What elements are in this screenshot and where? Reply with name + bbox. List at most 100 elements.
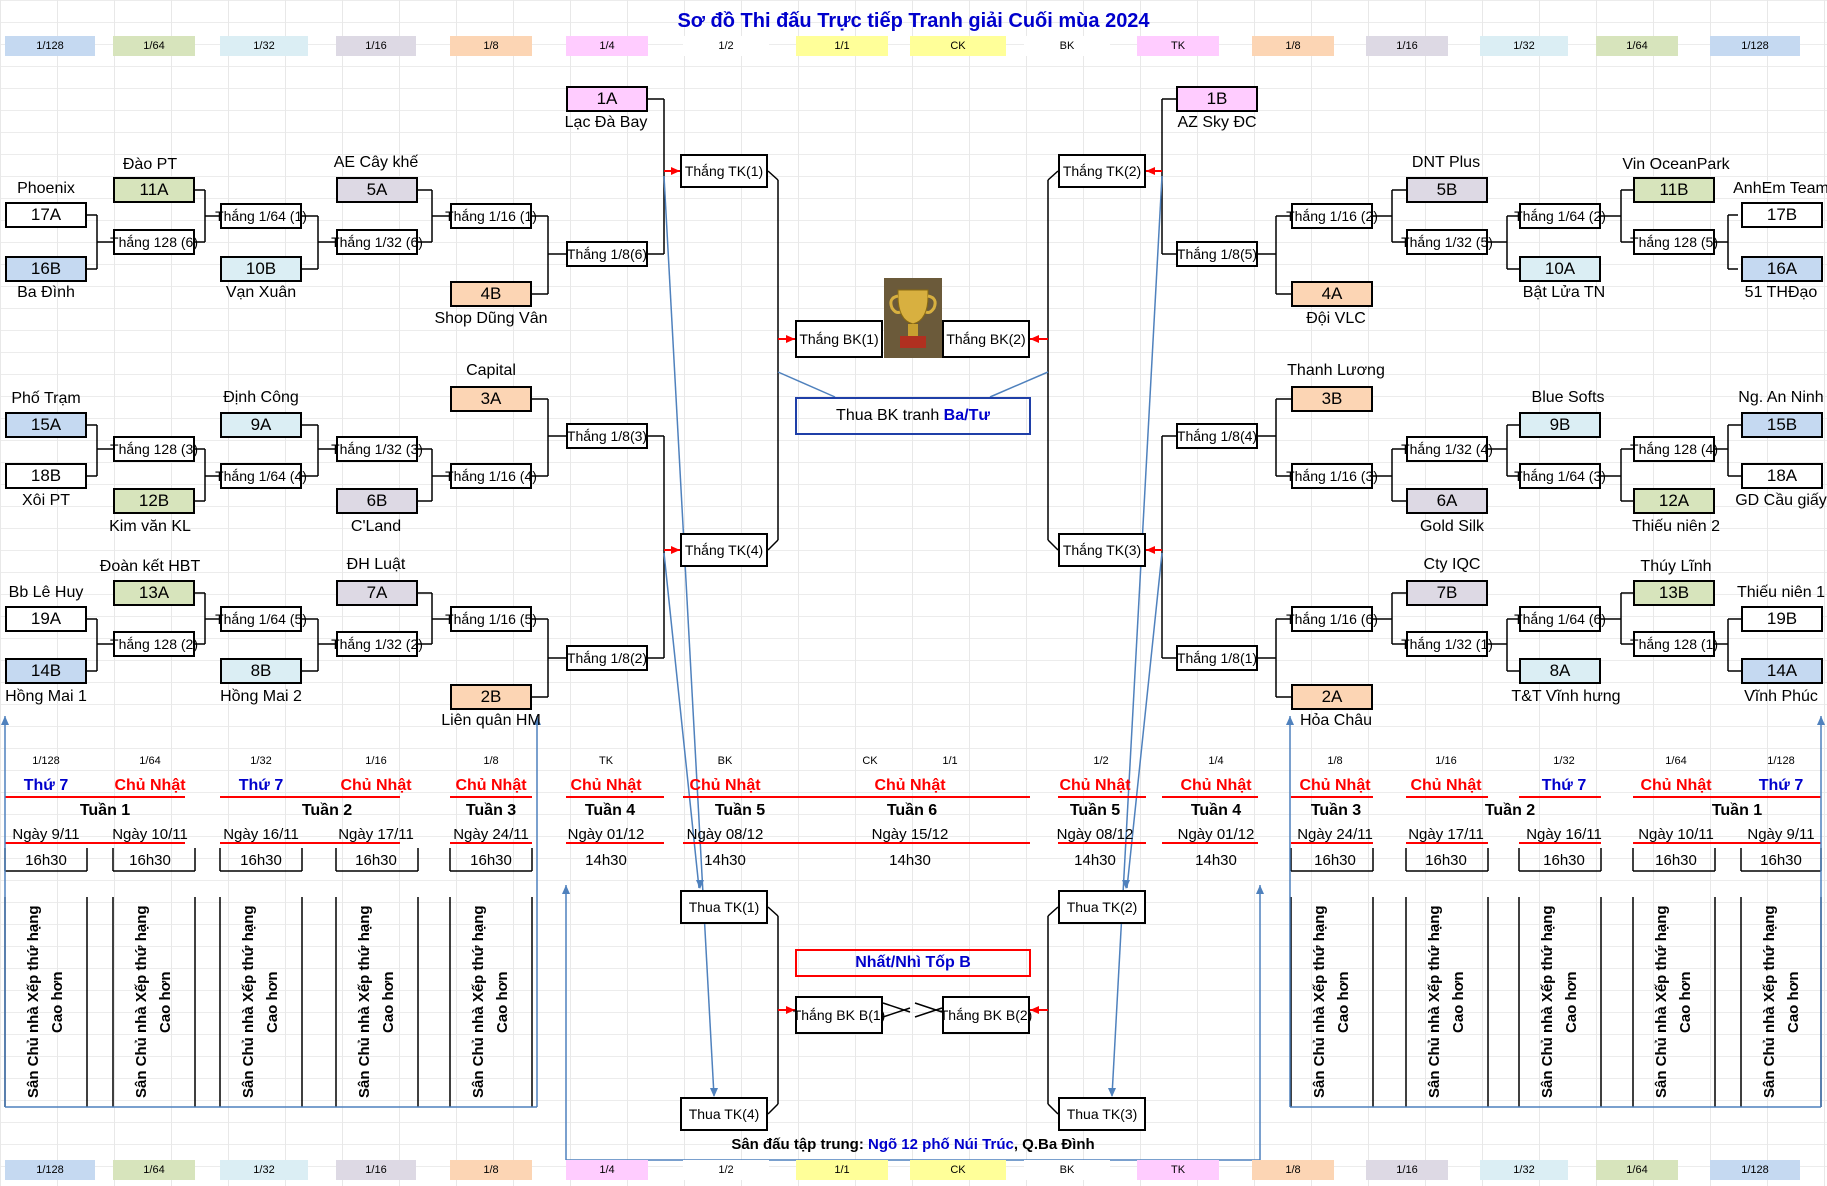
round-tab: 1/4 bbox=[566, 1160, 648, 1180]
match-box: Thắng 1/16 (5) bbox=[450, 606, 532, 632]
bracket-line bbox=[768, 540, 778, 550]
schedule-round: TK bbox=[599, 755, 613, 767]
schedule-day: Thứ 7 bbox=[1759, 777, 1803, 795]
schedule-round: 1/8 bbox=[1327, 755, 1342, 767]
team-name: Liên quân HM bbox=[441, 712, 541, 730]
schedule-date: Ngày 17/11 bbox=[1408, 826, 1484, 843]
venue-line: Sân đấu tập trung: Ngõ 12 phố Núi Trúc, … bbox=[566, 1136, 1260, 1156]
team-code-box: 8B bbox=[220, 658, 302, 684]
team-name: Lạc Đà Bay bbox=[565, 114, 648, 132]
round-tab: 1/64 bbox=[1596, 36, 1678, 56]
match-box: Thắng 1/32 (3) bbox=[336, 436, 418, 462]
host-note: Sân Chủ nhà Xếp thứ hạng Cao hơn bbox=[220, 897, 302, 1107]
team-code-box: 10A bbox=[1519, 256, 1601, 282]
arrow-head bbox=[1256, 885, 1264, 894]
schedule-round: 1/8 bbox=[483, 755, 498, 767]
team-code-box: 17B bbox=[1741, 202, 1823, 228]
team-name: Kim văn KL bbox=[109, 518, 191, 536]
team-name: Phố Trạm bbox=[11, 390, 80, 408]
team-code-box: 6B bbox=[336, 488, 418, 514]
schedule-date: Ngày 01/12 bbox=[568, 826, 645, 843]
round-tab: BK bbox=[1024, 36, 1110, 56]
team-name: Gold Silk bbox=[1420, 518, 1484, 536]
round-tab: TK bbox=[1137, 1160, 1219, 1180]
schedule-day: Chủ Nhật bbox=[1410, 777, 1481, 795]
arrow-head bbox=[1286, 716, 1294, 725]
schedule-round: CK bbox=[862, 755, 877, 767]
team-name: GD Cầu giấy bbox=[1735, 492, 1827, 510]
schedule-time: 14h30 bbox=[1074, 852, 1116, 869]
team-name: C'Land bbox=[351, 518, 401, 536]
schedule-time: 16h30 bbox=[470, 852, 512, 869]
round-tab: 1/128 bbox=[5, 1160, 95, 1180]
team-code-box: 7A bbox=[336, 580, 418, 606]
schedule-round: 1/32 bbox=[250, 755, 271, 767]
bracket-line bbox=[990, 372, 1048, 397]
schedule-week: Tuần 5 bbox=[1070, 802, 1120, 820]
team-code-box: 9B bbox=[1519, 412, 1601, 438]
schedule-date: Ngày 15/12 bbox=[872, 826, 949, 843]
team-name: Ba Đình bbox=[17, 284, 75, 302]
team-code-box: 10B bbox=[220, 256, 302, 282]
match-box: Thắng BK B(1) bbox=[795, 996, 883, 1034]
team-code-box: 8A bbox=[1519, 658, 1601, 684]
schedule-time: 16h30 bbox=[1655, 852, 1697, 869]
schedule-day: Chủ Nhật bbox=[1180, 777, 1251, 795]
round-tab: 1/32 bbox=[1480, 36, 1568, 56]
schedule-day: Thứ 7 bbox=[1542, 777, 1586, 795]
match-box: Thắng 128 (6) bbox=[113, 229, 195, 255]
match-box: Thắng 128 (1) bbox=[1633, 631, 1715, 657]
arrow-head bbox=[562, 885, 570, 894]
team-code-box: 18B bbox=[5, 463, 87, 489]
team-code-box: 2A bbox=[1291, 684, 1373, 710]
schedule-date: Ngày 08/12 bbox=[687, 826, 764, 843]
trophy-icon bbox=[884, 278, 942, 358]
host-note: Sân Chủ nhà Xếp thứ hạng Cao hơn bbox=[1633, 897, 1715, 1107]
team-code-box: 6A bbox=[1406, 488, 1488, 514]
arrow-head bbox=[1817, 716, 1825, 725]
team-name: Thanh Lương bbox=[1287, 362, 1385, 380]
schedule-day: Chủ Nhật bbox=[1299, 777, 1370, 795]
host-note: Sân Chủ nhà Xếp thứ hạng Cao hơn bbox=[1519, 897, 1601, 1107]
host-note: Sân Chủ nhà Xếp thứ hạng Cao hơn bbox=[336, 897, 418, 1107]
match-box: Thắng BK(2) bbox=[942, 320, 1030, 358]
team-code-box: 11A bbox=[113, 177, 195, 203]
schedule-time: 14h30 bbox=[1195, 852, 1237, 869]
round-tab: 1/128 bbox=[1710, 36, 1800, 56]
round-tab: TK bbox=[1137, 36, 1219, 56]
team-code-box: 19B bbox=[1741, 606, 1823, 632]
team-code-box: 4B bbox=[450, 281, 532, 307]
team-name: Ng. An Ninh bbox=[1738, 389, 1823, 407]
team-code-box: 17A bbox=[5, 202, 87, 228]
schedule-time: 16h30 bbox=[129, 852, 171, 869]
match-box: Thắng 1/64 (6) bbox=[1519, 606, 1601, 632]
schedule-week: Tuần 2 bbox=[1485, 802, 1535, 820]
schedule-time: 16h30 bbox=[1760, 852, 1802, 869]
match-box: Thắng 1/16 (1) bbox=[450, 203, 532, 229]
schedule-date: Ngày 10/11 bbox=[1638, 826, 1714, 843]
round-tab: 1/16 bbox=[1366, 1160, 1448, 1180]
match-box: Thắng 128 (3) bbox=[113, 436, 195, 462]
schedule-date: Ngày 9/11 bbox=[12, 826, 79, 843]
team-name: Cty IQC bbox=[1424, 556, 1481, 574]
round-tab: 1/1 bbox=[796, 36, 888, 56]
team-code-box: 16A bbox=[1741, 256, 1823, 282]
bracket-line bbox=[768, 171, 778, 180]
match-box: Thắng 1/32 (2) bbox=[336, 631, 418, 657]
match-box: Thắng 1/8(6) bbox=[566, 241, 648, 267]
match-box: Thắng 1/64 (3) bbox=[1519, 463, 1601, 489]
round-tab: 1/8 bbox=[450, 36, 532, 56]
team-name: Bb Lê Huy bbox=[9, 584, 84, 602]
match-box: Thắng TK(2) bbox=[1058, 154, 1146, 188]
bracket-line bbox=[883, 1003, 910, 1012]
team-code-box: 1A bbox=[566, 86, 648, 112]
schedule-round: 1/2 bbox=[1093, 755, 1108, 767]
bracket-line bbox=[664, 176, 714, 1096]
team-code-box: 7B bbox=[1406, 580, 1488, 606]
schedule-week: Tuần 5 bbox=[715, 802, 765, 820]
bracket-line bbox=[778, 372, 835, 397]
team-name: DNT Plus bbox=[1412, 154, 1480, 172]
team-name: Thúy Lĩnh bbox=[1640, 558, 1711, 576]
team-name: Vĩnh Phúc bbox=[1744, 688, 1818, 706]
round-tab: 1/16 bbox=[1366, 36, 1448, 56]
